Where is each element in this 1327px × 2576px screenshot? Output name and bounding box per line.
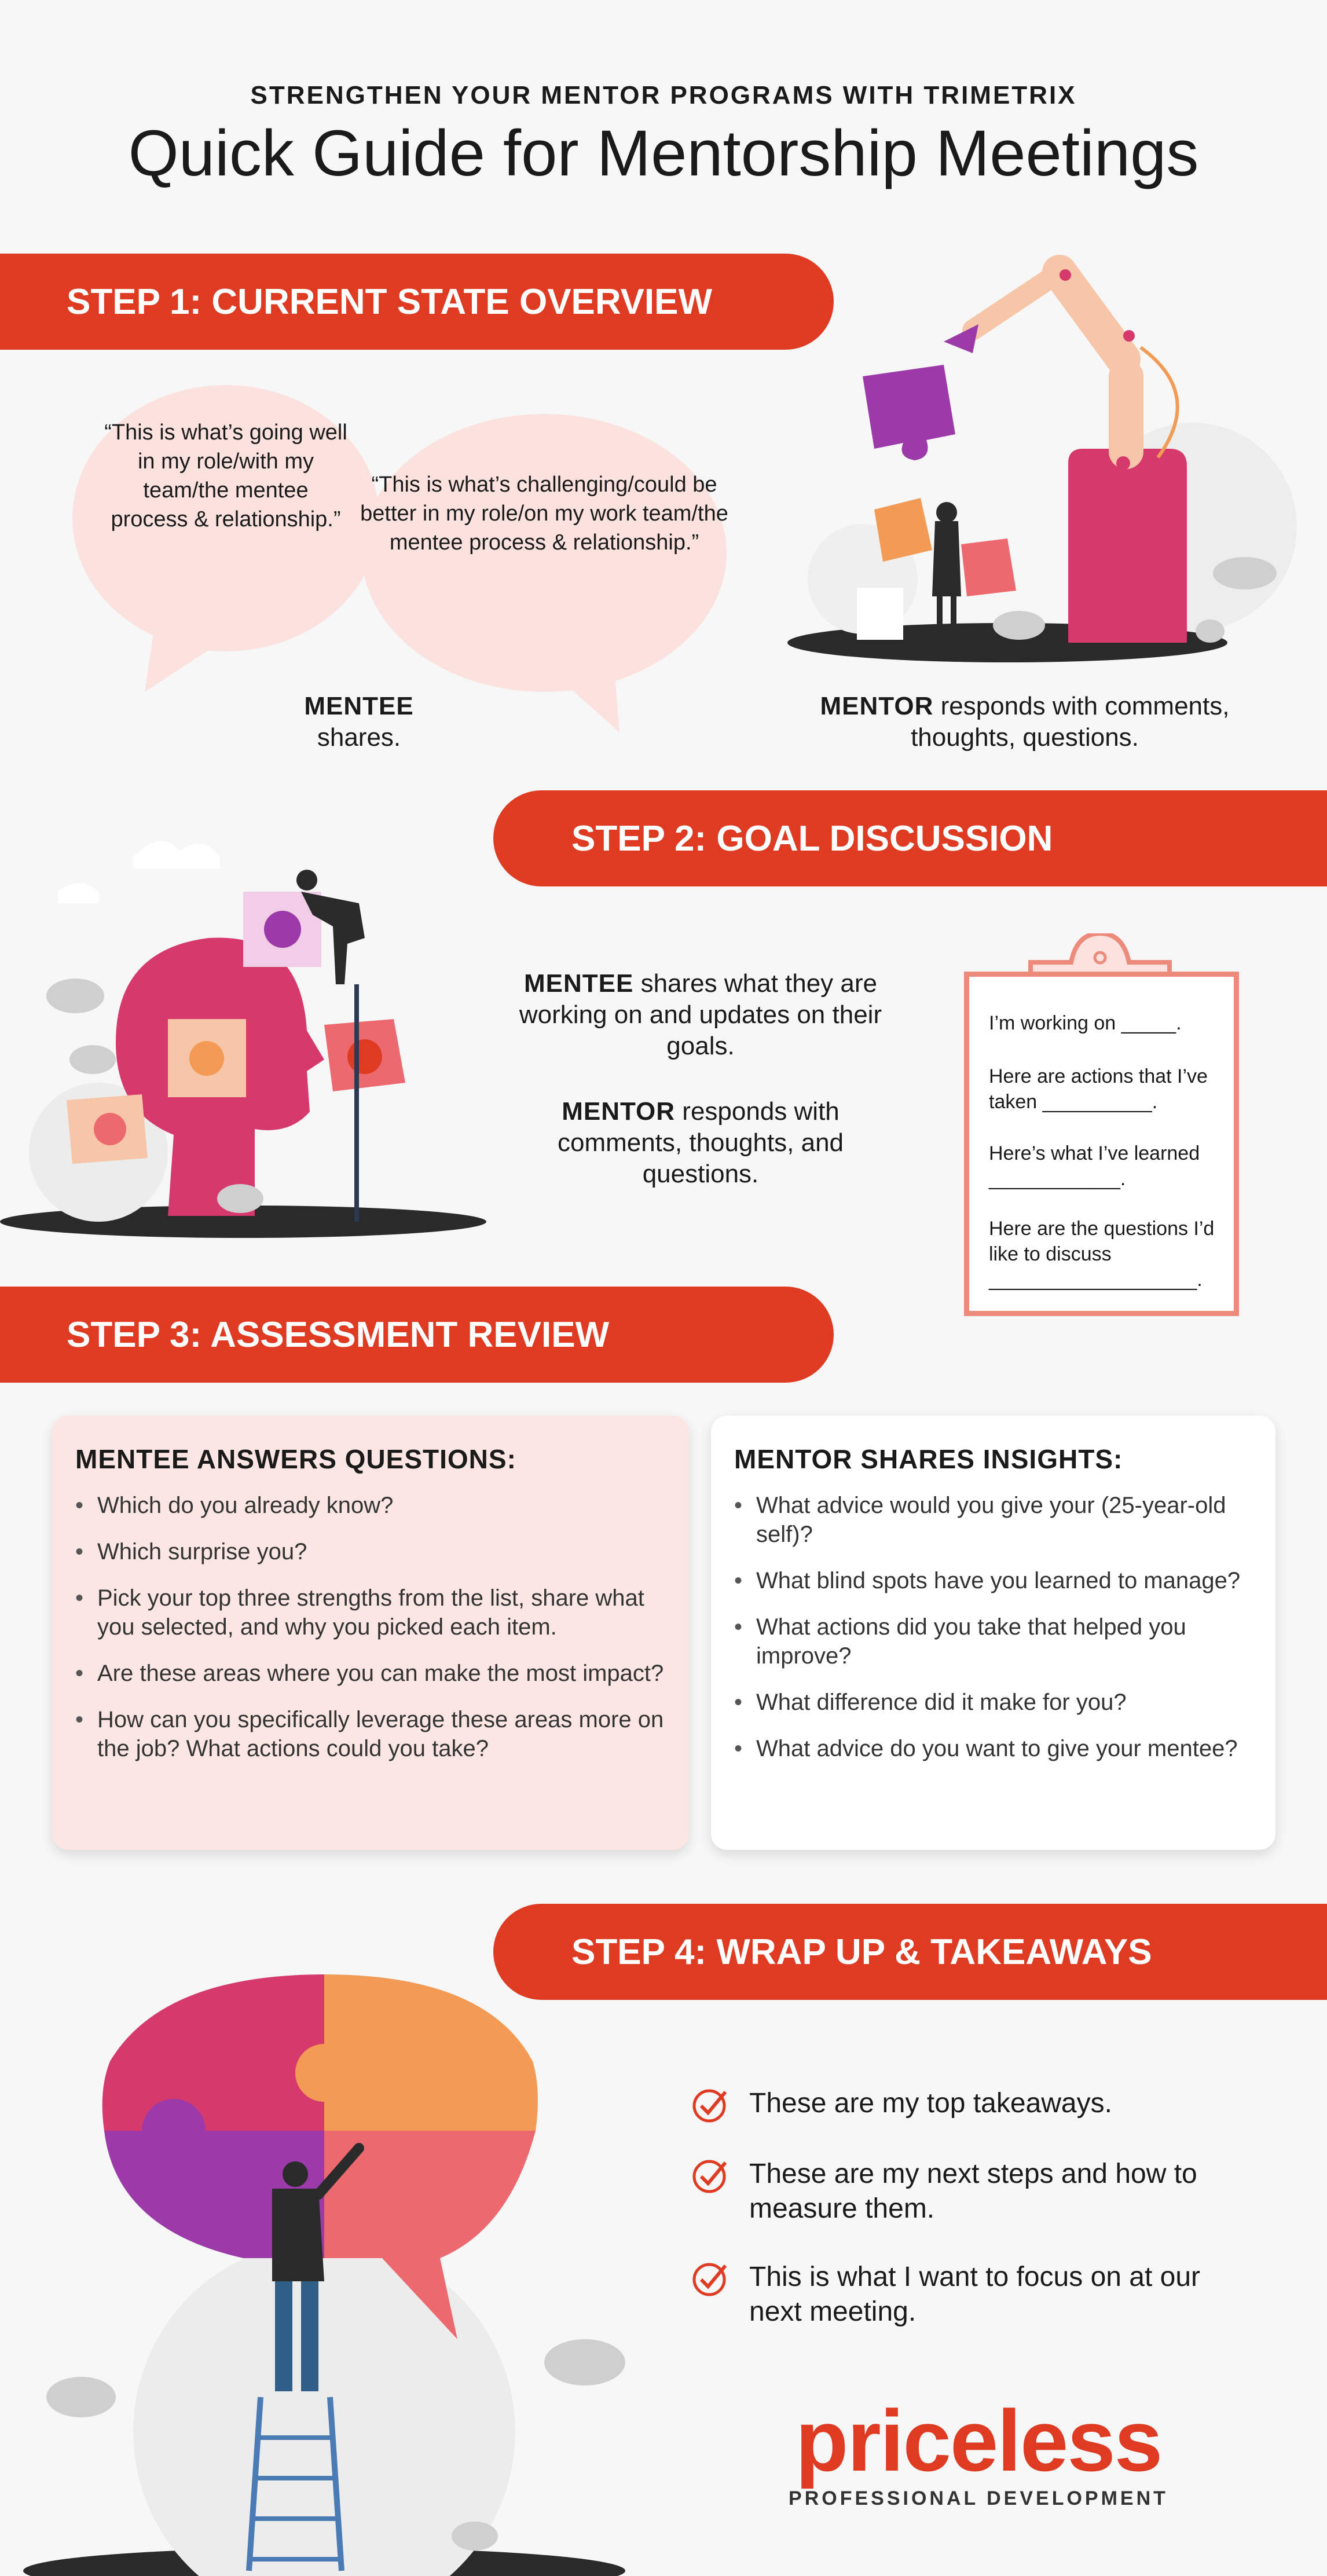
priceless-logo: priceless PROFESSIONAL DEVELOPMENT <box>773 2397 1184 2510</box>
logo-wordmark: priceless <box>795 2392 1163 2489</box>
bubble-right-shape <box>362 414 727 692</box>
mentor-insights-heading: MENTOR SHARES INSIGHTS: <box>734 1444 1123 1474</box>
list-item: Which do you already know? <box>75 1491 666 1520</box>
speech-bubbles-illustration <box>72 385 727 732</box>
list-item: Are these areas where you can make the m… <box>75 1659 666 1688</box>
step2-mentee-caption: MENTEE shares what they are working on a… <box>504 968 897 1062</box>
list-item: How can you specifically leverage these … <box>75 1705 666 1763</box>
speech-puzzle-illustration <box>23 1974 625 2576</box>
mentee-questions-heading: MENTEE ANSWERS QUESTIONS: <box>75 1444 516 1474</box>
bubble-left-text: “This is what’s going well in my role/wi… <box>104 420 347 532</box>
takeaway-item-1: These are my top takeaways. <box>692 2086 1259 2123</box>
page-title: Quick Guide for Mentorship Meetings <box>128 117 1199 189</box>
step3-banner-label: STEP 3: ASSESSMENT REVIEW <box>67 1314 610 1355</box>
step2-mentor-label: MENTOR <box>562 1097 676 1126</box>
clipboard-line-3: Here’s what I’ve learned ____________. <box>989 1142 1200 1190</box>
mentee-questions-list: Which do you already know? Which surpris… <box>75 1491 666 1763</box>
step1-mentee-caption: MENTEE shares. <box>226 691 492 753</box>
list-item: Pick your top three strengths from the l… <box>75 1584 666 1641</box>
step2-mentee-text: shares what they are working on and upda… <box>519 969 882 1060</box>
step1-mentor-caption: MENTOR responds with comments, thoughts,… <box>799 691 1251 753</box>
takeaway-text-1: These are my top takeaways. <box>749 2088 1112 2119</box>
goal-clipboard: I’m working on _____. Here are actions t… <box>964 972 1239 1316</box>
list-item: What actions did you take that helped yo… <box>734 1613 1252 1670</box>
step2-banner: STEP 2: GOAL DISCUSSION <box>493 790 1327 886</box>
clipboard-line-2: Here are actions that I’ve taken _______… <box>989 1065 1208 1113</box>
step3-banner: STEP 3: ASSESSMENT REVIEW <box>0 1287 834 1383</box>
takeaway-text-3: This is what I want to focus on at our n… <box>749 2262 1201 2327</box>
bubble-right-tail <box>538 660 619 732</box>
step2-mentee-label: MENTEE <box>523 969 634 998</box>
check-circle-icon <box>692 2263 727 2296</box>
list-item: What advice do you want to give your men… <box>734 1734 1252 1763</box>
header-kicker: STRENGTHEN YOUR MENTOR PROGRAMS WITH TRI… <box>250 81 1077 109</box>
robot-arm-puzzle-illustration <box>787 255 1297 662</box>
list-item: What advice would you give your (25-year… <box>734 1491 1252 1549</box>
mentee-shares-text: shares. <box>317 723 401 752</box>
list-item: What blind spots have you learned to man… <box>734 1566 1252 1595</box>
step1-banner-label: STEP 1: CURRENT STATE OVERVIEW <box>67 281 713 322</box>
bubble-left-tail <box>145 614 220 692</box>
step2-mentor-text: responds with comments, thoughts, and qu… <box>557 1097 844 1188</box>
mentor-label: MENTOR <box>820 692 934 720</box>
bubble-left-shape <box>72 385 379 651</box>
mentor-responds-text: responds with comments, thoughts, questi… <box>911 692 1230 752</box>
step2-mentor-caption: MENTOR responds with comments, thoughts,… <box>504 1096 897 1190</box>
clipboard-line-4: Here are the questions I’d like to discu… <box>989 1218 1215 1291</box>
step1-banner: STEP 1: CURRENT STATE OVERVIEW <box>0 254 834 350</box>
takeaway-item-3: This is what I want to focus on at our n… <box>692 2260 1259 2329</box>
step4-banner: STEP 4: WRAP UP & TAKEAWAYS <box>493 1904 1327 2000</box>
list-item: What difference did it make for you? <box>734 1688 1252 1717</box>
logo-subtitle: PROFESSIONAL DEVELOPMENT <box>789 2487 1168 2509</box>
clipboard-line-1: I’m working on _____. <box>989 1012 1182 1034</box>
mentee-label: MENTEE <box>304 692 414 720</box>
mentee-questions-panel: MENTEE ANSWERS QUESTIONS: Which do you a… <box>52 1416 689 1850</box>
list-item: Which surprise you? <box>75 1537 666 1566</box>
step4-banner-label: STEP 4: WRAP UP & TAKEAWAYS <box>571 1932 1152 1972</box>
mentor-insights-list: What advice would you give your (25-year… <box>734 1491 1252 1763</box>
check-circle-icon <box>692 2160 727 2193</box>
bubble-right-text: “This is what’s challenging/could be bet… <box>360 472 728 555</box>
takeaway-item-2: These are my next steps and how to measu… <box>692 2157 1259 2226</box>
check-circle-icon <box>692 2089 727 2123</box>
step2-banner-label: STEP 2: GOAL DISCUSSION <box>571 818 1053 859</box>
takeaway-text-2: These are my next steps and how to measu… <box>749 2159 1197 2224</box>
mentor-insights-panel: MENTOR SHARES INSIGHTS: What advice woul… <box>711 1416 1275 1850</box>
head-puzzle-illustration <box>0 841 486 1238</box>
